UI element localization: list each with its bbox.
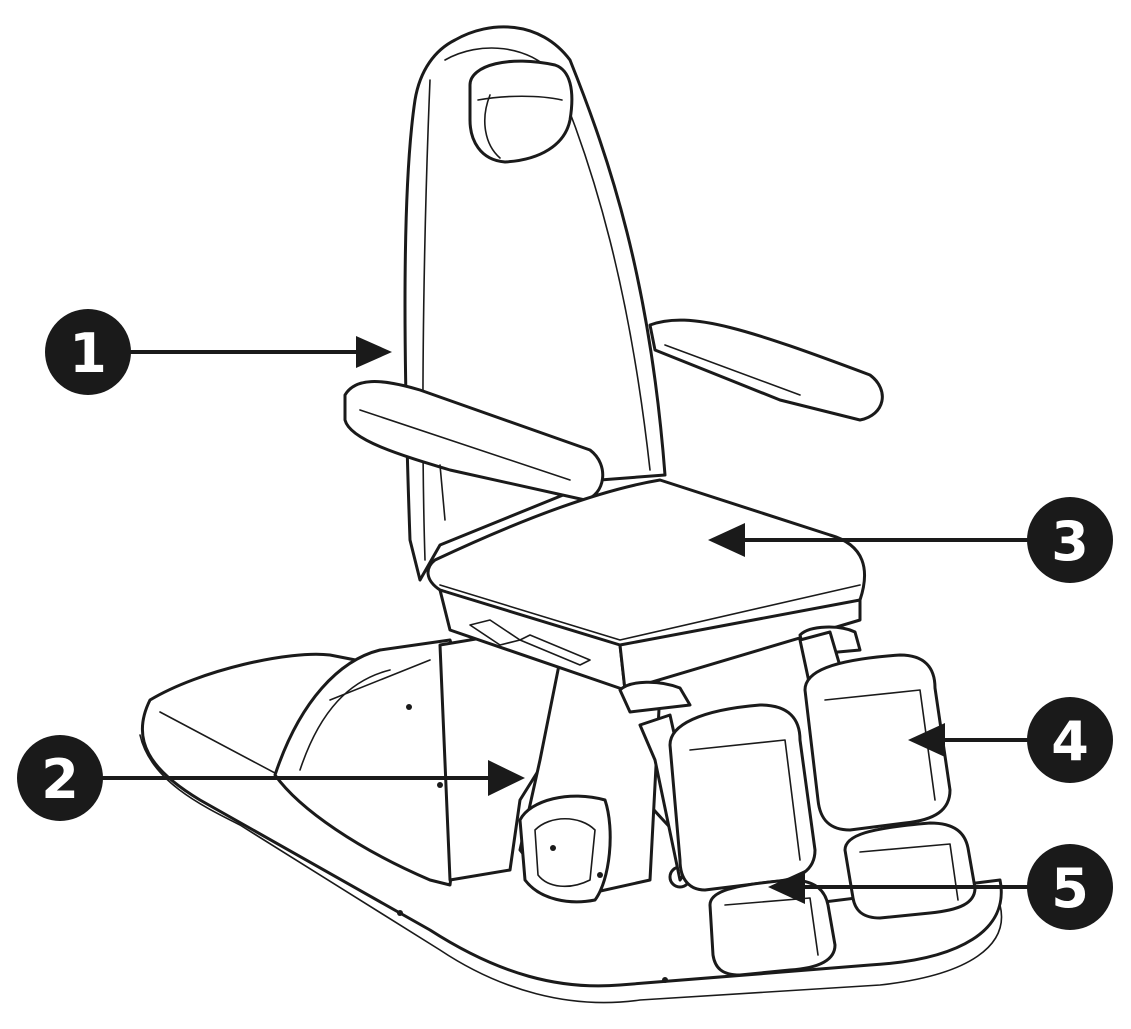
- footrest-left: [708, 878, 837, 977]
- callout-4: 4: [908, 697, 1113, 783]
- callout-3-number: 3: [1051, 510, 1089, 573]
- legrest-right: [798, 630, 952, 832]
- callout-5-arrowhead: [768, 870, 805, 904]
- callout-2-number: 2: [41, 748, 79, 811]
- callout-1: 1: [45, 309, 392, 395]
- callout-2: 2: [17, 735, 525, 821]
- armrest-right: [648, 318, 884, 422]
- callout-5-number: 5: [1051, 857, 1089, 920]
- armrest-left: [343, 380, 605, 521]
- callout-5-badge: [1027, 844, 1113, 930]
- callout-4-number: 4: [1051, 710, 1089, 773]
- seat-cushion: [426, 478, 867, 714]
- footrest-right: [843, 821, 977, 920]
- callout-2-badge: [17, 735, 103, 821]
- callout-3: 3: [708, 497, 1113, 583]
- callout-1-number: 1: [69, 322, 107, 385]
- callout-4-badge: [1027, 697, 1113, 783]
- callout-4-arrowhead: [908, 723, 945, 757]
- callout-1-arrowhead: [356, 336, 392, 368]
- legrest-left: [638, 703, 817, 892]
- callout-1-badge: [45, 309, 131, 395]
- callout-3-arrowhead: [708, 523, 745, 557]
- callout-3-badge: [1027, 497, 1113, 583]
- callout-5: 5: [768, 844, 1113, 930]
- callout-2-arrowhead: [488, 760, 525, 796]
